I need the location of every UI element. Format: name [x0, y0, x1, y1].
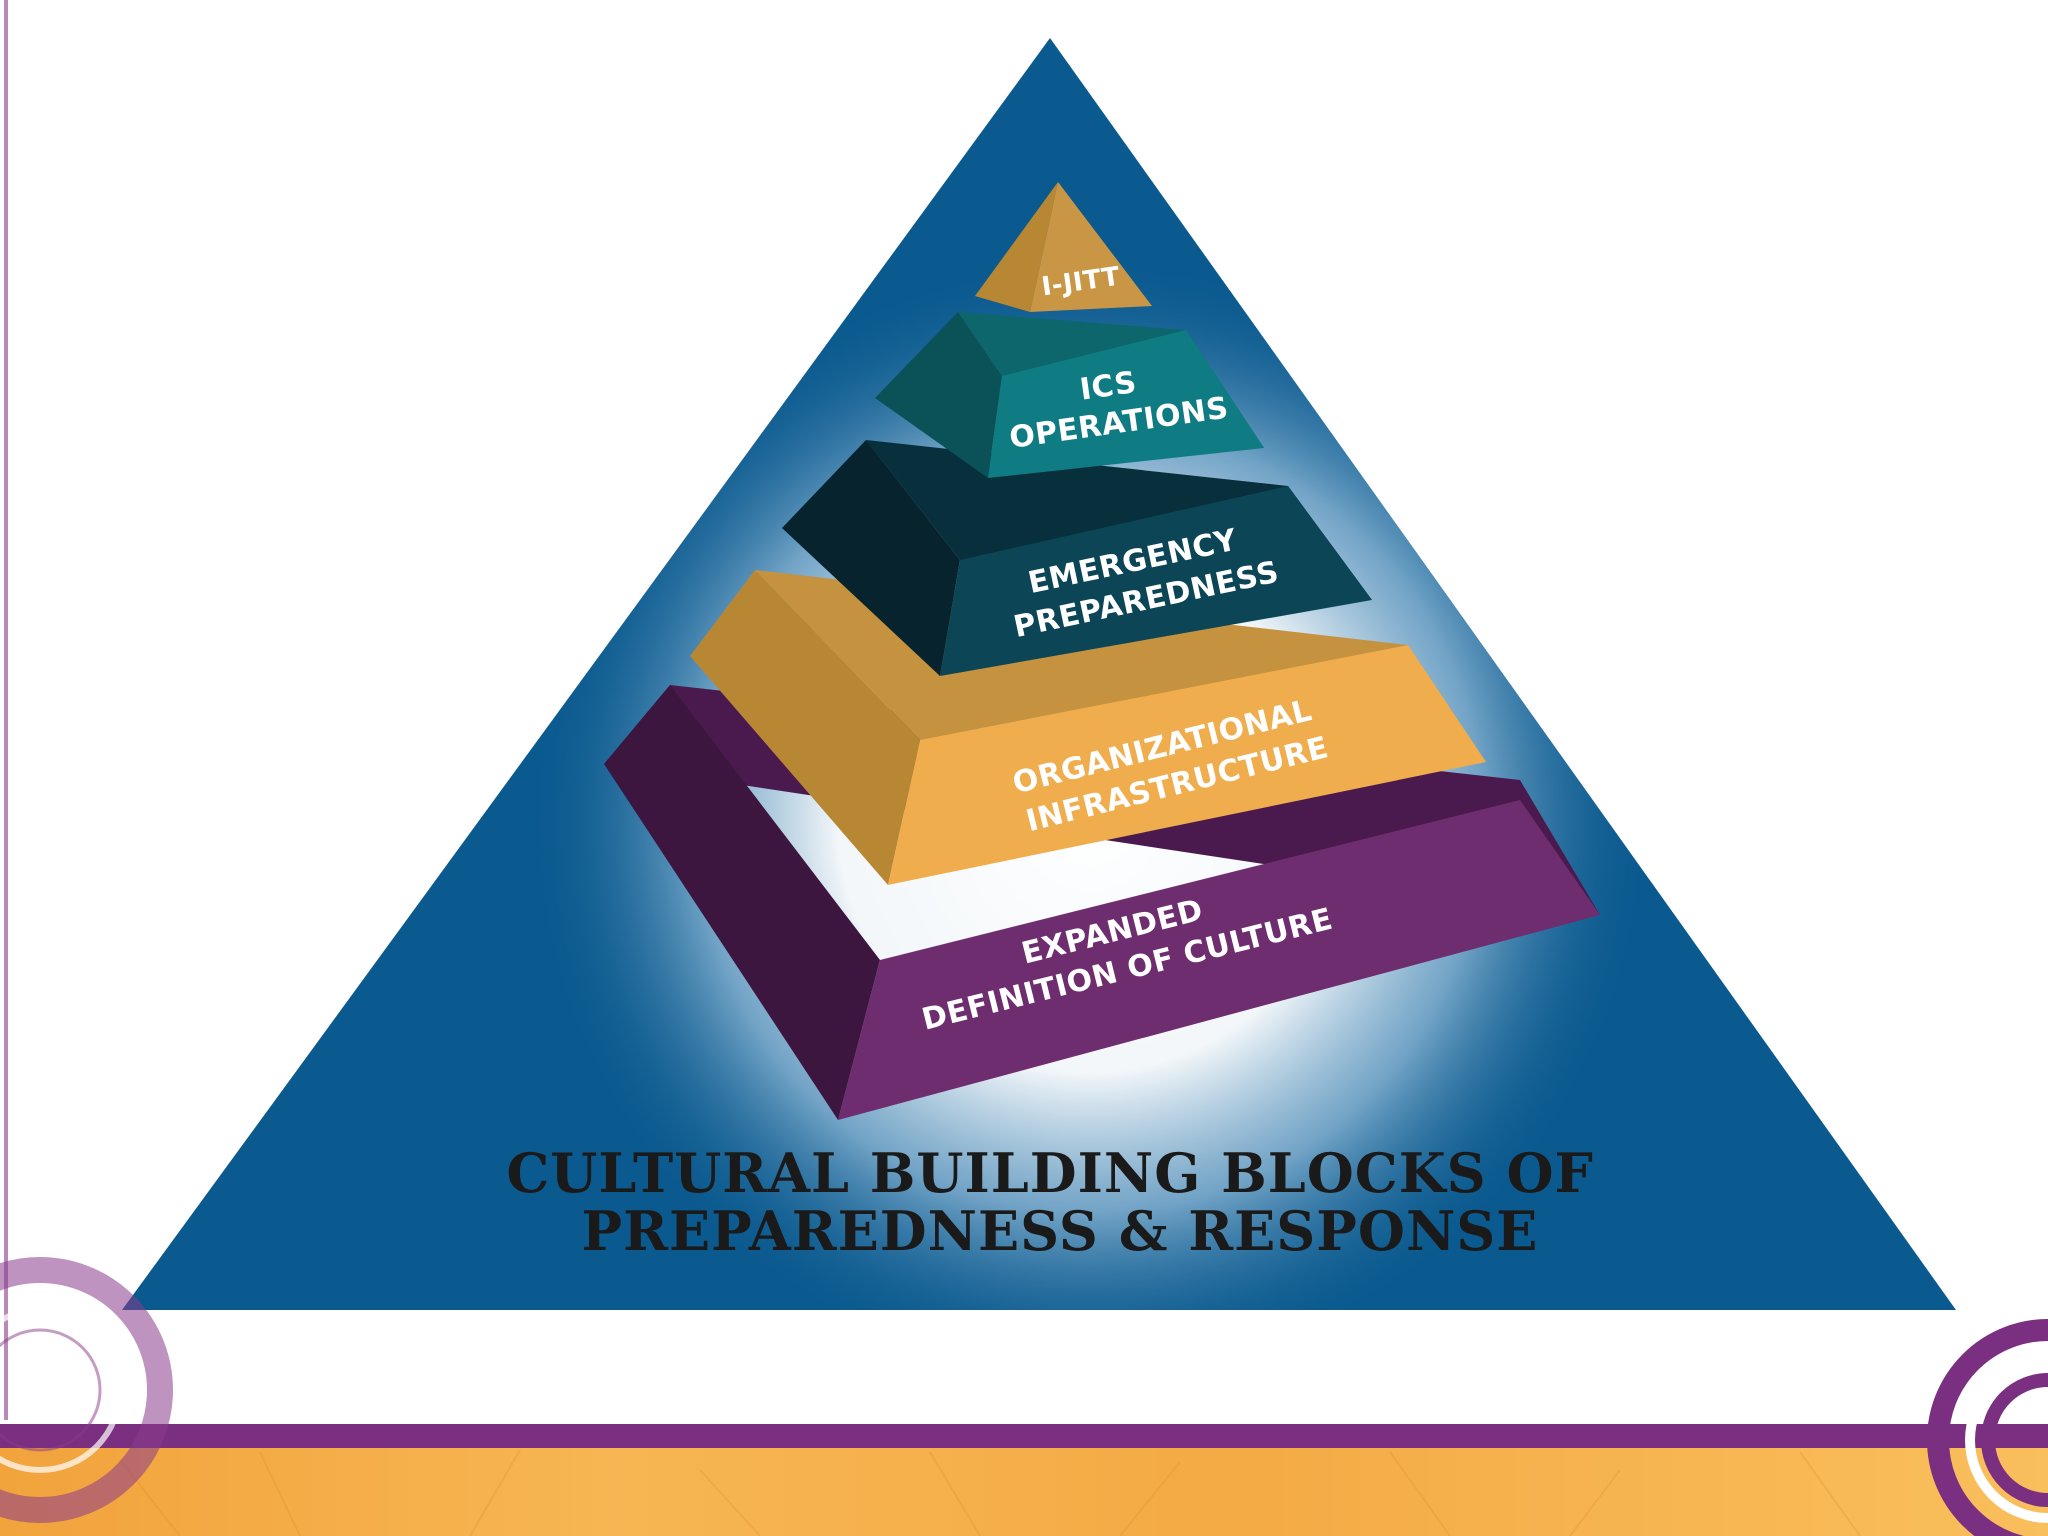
- tier2-front-face: [988, 330, 1264, 478]
- orange-band-texture: [119, 1449, 1861, 1536]
- tier-i-jitt: I-JITT: [975, 182, 1152, 312]
- left-decorative-circles: [0, 1257, 173, 1523]
- orange-band: [0, 1448, 2048, 1536]
- tier1-front-face: [1030, 182, 1152, 312]
- tier2-label-line1: ICS: [1078, 365, 1139, 408]
- tier4-left-side: [690, 570, 920, 885]
- tier2-left-side: [875, 312, 1002, 478]
- svg-text:CULTURAL BUILDING BLOCKS OF: CULTURAL BUILDING BLOCKS OF PREPAREDNESS…: [506, 1141, 1613, 1263]
- tier3-left-side: [782, 440, 960, 676]
- left-border-line: [4, 0, 8, 1420]
- tier1-left-face: [975, 182, 1058, 312]
- tier-ics-operations: ICS OPERATIONS: [875, 312, 1264, 478]
- tier5-front-face: [838, 800, 1600, 1120]
- tier3-front-face: [940, 486, 1372, 676]
- caption-line2: PREPAREDNESS & RESPONSE: [582, 1199, 1539, 1263]
- caption-line1: CULTURAL BUILDING BLOCKS OF: [506, 1141, 1594, 1205]
- purple-band: [0, 1424, 2048, 1448]
- tier4-front-face: [888, 645, 1486, 885]
- right-decorative-circles: [1927, 1319, 2048, 1536]
- tier5-left-side: [604, 685, 880, 1120]
